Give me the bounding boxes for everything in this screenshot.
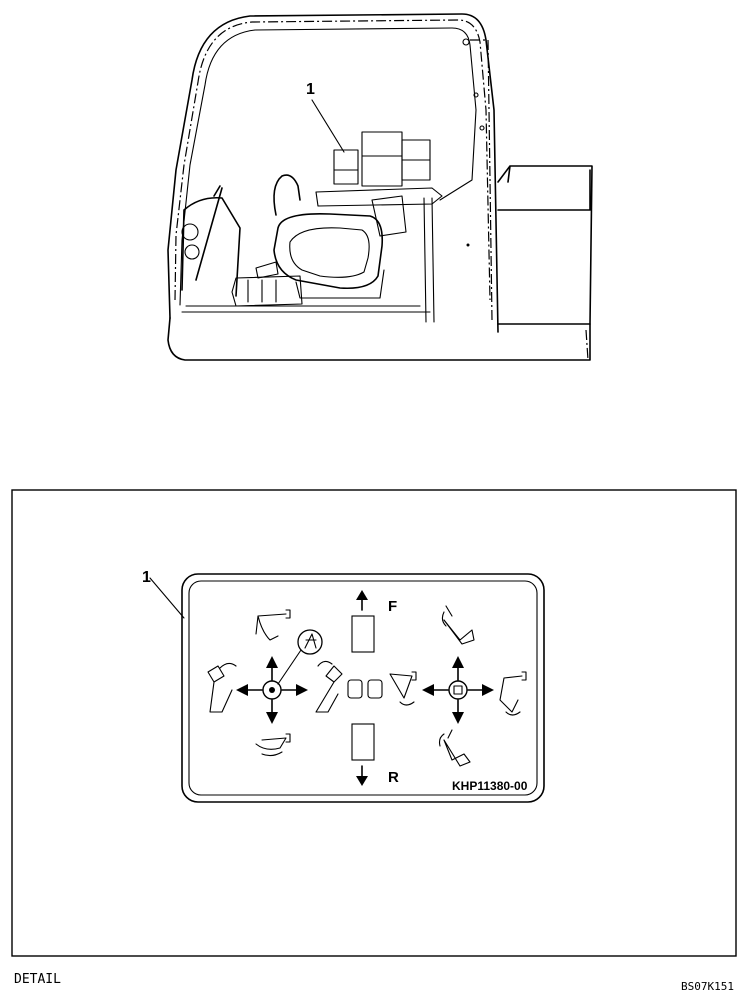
seat-cushion [273, 212, 384, 290]
right-left-arrowhead-icon [422, 684, 434, 696]
detail-frame [11, 489, 737, 957]
left-lever-knob-icon [262, 680, 282, 700]
lock-lever-icon [297, 629, 323, 655]
left-console [181, 196, 241, 297]
arm-in-icon [255, 733, 291, 750]
lock-symbol-icon [304, 633, 317, 649]
decal-part-number: KHP11380-00 [452, 779, 528, 793]
travel-reverse-box [351, 723, 375, 761]
cab-frame-inner [179, 27, 477, 306]
arm-out-icon [255, 609, 291, 641]
control-panel-right [371, 195, 407, 237]
rear-box [333, 149, 359, 185]
cab-frame-outer [167, 13, 499, 333]
forward-label: F [388, 598, 397, 615]
base-dashed [585, 329, 589, 361]
door-post [423, 197, 435, 323]
callout-leader [311, 99, 345, 153]
right-lever-knob-icon [448, 680, 468, 700]
left-down-arrowhead-icon [266, 712, 278, 724]
door-dot [466, 243, 470, 247]
swing-left-icon [207, 662, 237, 713]
travel-pedal-right [367, 679, 383, 699]
cab-frame-dashed [174, 19, 491, 301]
forward-arrowhead-icon [356, 590, 368, 600]
gauge-icon [181, 223, 199, 241]
right-right-arrowhead-icon [482, 684, 494, 696]
left-right-arrowhead-icon [296, 684, 308, 696]
reverse-label: R [388, 769, 399, 786]
gauge-icon [184, 244, 200, 260]
cab-illustration: 1 [167, 13, 593, 361]
control-box [315, 187, 443, 207]
detail-caption: DETAIL [14, 972, 61, 987]
floor-pedals [231, 275, 303, 307]
right-up-arrowhead-icon [452, 656, 464, 668]
bucket-dig-icon [389, 671, 417, 706]
hinge-dot [479, 125, 485, 131]
callout-number: 1 [306, 81, 315, 98]
arm-in-motion-icon [261, 751, 283, 757]
left-lever-group [207, 609, 343, 757]
control-pattern-decal: F R [181, 573, 545, 803]
cab-door-dashed [470, 39, 493, 321]
boom-raise-icon [438, 729, 471, 767]
figure-code: BS07K151 [681, 980, 734, 993]
seat-base [295, 269, 385, 299]
decal-outer-border [181, 573, 545, 803]
left-left-arrowhead-icon [236, 684, 248, 696]
boom-lower-icon [441, 605, 475, 645]
right-down-arrowhead-icon [452, 712, 464, 724]
rear-box-lines [333, 155, 431, 171]
detail-callout-number: 1 [142, 569, 151, 586]
left-lever-center-icon [269, 687, 275, 693]
swing-right-icon [315, 660, 343, 713]
bucket-dump-icon [499, 671, 527, 716]
hinge-dot [473, 92, 479, 98]
decal-inner-border [188, 580, 538, 796]
rear-console [497, 165, 593, 325]
detail-callout-leader [149, 577, 185, 619]
hinge-dot [462, 38, 470, 46]
right-lever-group [389, 605, 527, 767]
pedal [255, 261, 279, 279]
seat-cushion-inner [289, 227, 370, 278]
travel-lever [195, 185, 223, 281]
reverse-arrowhead-icon [356, 776, 368, 786]
floor-plate [181, 305, 431, 313]
travel-forward-box [351, 615, 375, 653]
rear-box [361, 131, 403, 187]
right-lever-center-icon [453, 685, 463, 695]
lock-leader-line [277, 649, 302, 685]
seat-back [273, 174, 301, 216]
travel-pedal-left [347, 679, 363, 699]
cab-base [167, 317, 591, 361]
left-up-arrowhead-icon [266, 656, 278, 668]
